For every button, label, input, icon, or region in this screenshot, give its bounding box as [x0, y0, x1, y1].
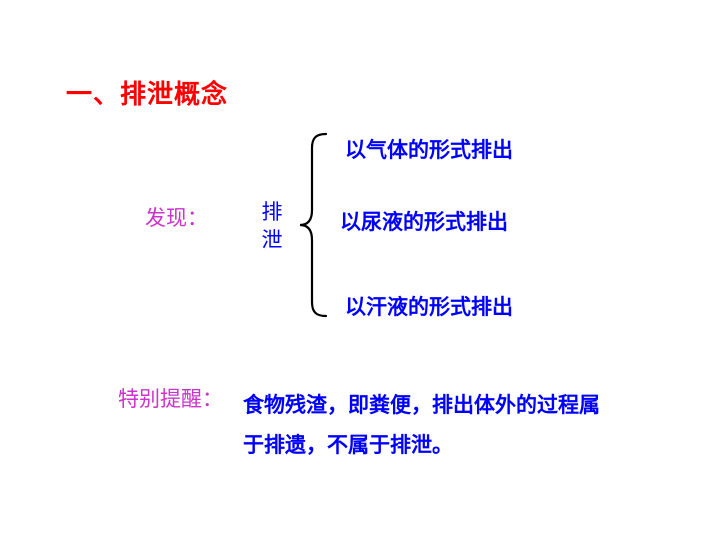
- left-brace: [299, 132, 328, 318]
- branch-gas: 以气体的形式排出: [345, 138, 513, 162]
- found-label: 发现：: [145, 206, 208, 230]
- slide-title: 一、排泄概念: [66, 80, 229, 110]
- note-text: 食物残渣，即粪便，排出体外的过程属 于排遗，不属于排泄。: [243, 385, 663, 465]
- excretion-char-1: 排: [261, 200, 283, 224]
- branch-sweat: 以汗液的形式排出: [345, 295, 513, 319]
- excretion-vertical-label: 排 泄: [260, 198, 284, 254]
- note-line-2: 于排遗，不属于排泄。: [243, 433, 453, 457]
- note-line-1: 食物残渣，即粪便，排出体外的过程属: [243, 393, 600, 417]
- branch-urine: 以尿液的形式排出: [340, 210, 508, 234]
- excretion-char-2: 泄: [261, 228, 283, 252]
- note-label: 特别提醒：: [118, 387, 223, 411]
